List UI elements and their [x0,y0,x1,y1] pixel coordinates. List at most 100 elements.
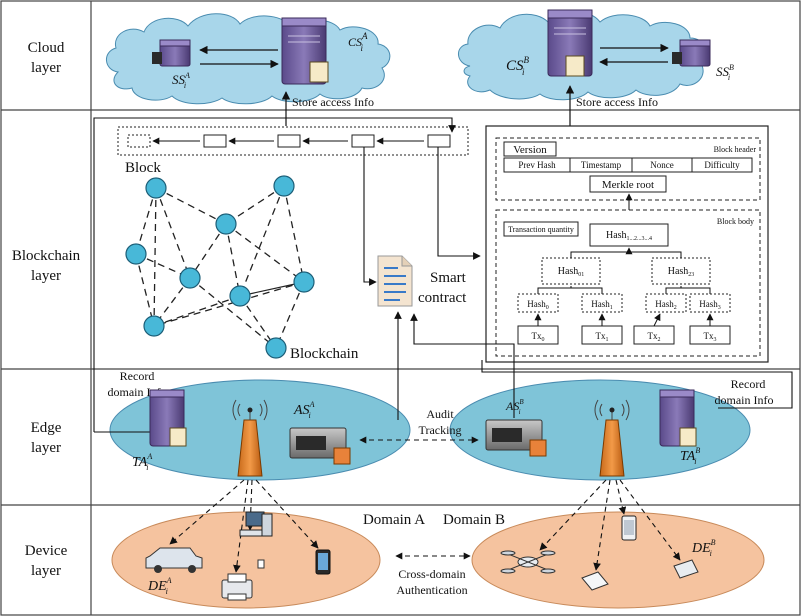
blockchain-label: Blockchain [290,346,359,362]
nonce-label: Nonce [650,160,674,170]
merkle-root-label: Merkle root [602,179,654,191]
store-access-b-label: Store access Info [576,95,658,109]
base-station-b-icon [594,399,630,477]
car-icon [145,547,203,573]
small-device-icon [257,559,265,569]
leaf-hash-0: Hash0 [527,299,549,311]
edge-layer-title-line1: Edge [31,420,62,436]
cloud-server-a-icon [281,17,329,85]
cloud-a [106,13,391,105]
audit-server-a-icon [289,427,351,465]
header-fields: Prev Hash Timestamp Nonce Difficulty [503,157,753,173]
storage-server-a-icon [152,39,191,67]
store-access-a-label: Store access Info [292,95,374,109]
as-b-to-contract-arrow [410,313,515,418]
blockchain-layer-title-line2: layer [31,268,61,284]
smartphone-icon [621,515,637,541]
chain-node [179,267,201,289]
tx-0: Tx0 [532,331,545,343]
difficulty-label: Difficulty [704,160,740,170]
hash23-label: Hash23 [668,266,695,278]
chain-node [143,315,165,337]
printer-icon [221,573,253,601]
handheld-device-icon [581,571,609,591]
device-links-b [539,479,681,571]
domain-a-label: Domain A [363,512,425,528]
drone-icon [500,550,556,574]
chain-node [265,337,287,359]
hash01-box [541,257,601,285]
base-station-a-icon [232,399,268,477]
tx-3: Tx3 [704,331,717,343]
cloud-server-b-icon [547,9,593,77]
device-links-a [169,479,319,573]
hash01-label: Hash01 [558,266,585,278]
chain-node [229,285,251,307]
storage-server-b-icon [672,39,711,67]
leaf-hash-2: Hash2 [655,299,677,311]
tx-1: Tx1 [596,331,609,343]
smart-contract-label-1: Smart [430,270,467,286]
trusted-authority-b-icon [659,389,697,447]
block-label: Block [125,160,161,176]
desktop-computer-icon [239,511,273,537]
tracking-label: Tracking [419,423,462,437]
tablet-icon [315,549,331,575]
router-icon [673,559,699,579]
chain-node [273,175,295,197]
chain-node [293,271,315,293]
chain-node [125,243,147,265]
block-icon [203,134,227,148]
cloud-layer-title-line1: Cloud [28,40,65,56]
audit-server-b-icon [485,419,547,457]
trusted-authority-a-icon [149,389,187,447]
audit-label: Audit [426,407,454,421]
tx-quantity-box [503,221,579,237]
blockchain-connectors [93,117,481,432]
leaf-hash-3: Hash3 [699,299,721,311]
root-hash-box [589,223,669,247]
block-header-title: Block header [714,145,757,154]
record-b-connector [481,360,793,409]
edge-layer-title-line2: layer [31,440,61,456]
record-b-label-1: Record [731,377,766,391]
cloud-layer-title-line2: layer [31,60,61,76]
layer-titles: Cloud layer Blockchain layer Edge layer … [12,40,81,579]
device-domain-b [471,511,765,609]
device-layer-title-line1: Device [25,543,68,559]
transactions: Tx0 Tx1 Tx2 Tx3 [517,325,731,345]
tx-quantity-label: Transaction quantity [508,225,574,234]
block-icon [127,134,151,148]
version-box [503,141,557,157]
block-icon [277,134,301,148]
record-b-label-2: domain Info [715,393,774,407]
block-body-box [495,209,761,357]
block-icon [351,134,375,148]
device-layer-title-line2: layer [31,563,61,579]
block-icon [427,134,451,148]
merkle-root-box [589,175,667,193]
blockchain-layer-title-line1: Blockchain [12,248,81,264]
domain-b-label: Domain B [443,512,505,528]
cross-domain-label: Cross-domain [398,567,465,581]
timestamp-label: Timestamp [581,160,622,170]
chain-node [145,177,167,199]
block-detail-panel: Version Block header Prev Hash Timestamp… [485,125,769,363]
leaf-hash-1: Hash1 [591,299,613,311]
blockchain-network [125,175,315,359]
blocks [127,134,451,148]
version-label: Version [513,144,547,156]
prev-hash-label: Prev Hash [518,160,556,170]
smart-contract-icon [377,255,413,307]
